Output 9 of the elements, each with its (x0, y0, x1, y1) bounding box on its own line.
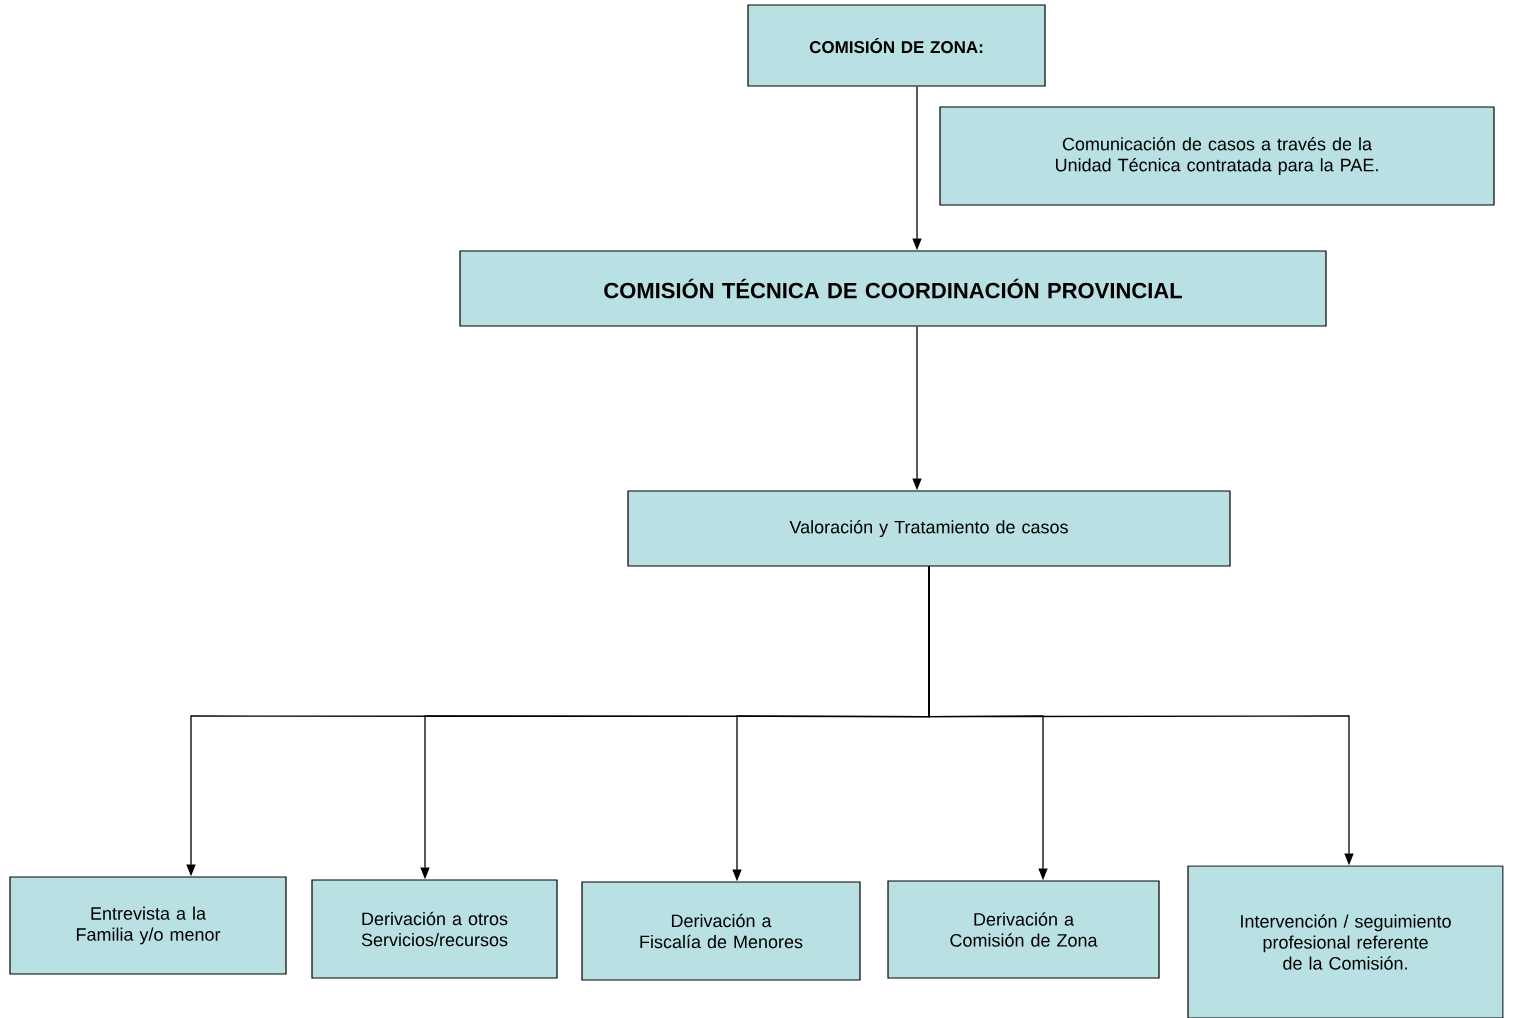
process-box: COMISIÓN TÉCNICA DE COORDINACIÓN PROVINCIAL (459, 250, 1327, 327)
process-box: Entrevista a la Familia y/o menor (9, 876, 287, 975)
title-box: COMISIÓN DE ZONA: (747, 4, 1046, 87)
process-box: Valoración y Tratamiento de casos (627, 490, 1231, 567)
process-box: Derivación a Fiscalía de Menores (581, 881, 861, 981)
process-box: Derivación a Comisión de Zona (887, 880, 1160, 979)
process-box: Intervención / seguimiento profesional referente de la Comisión. (1187, 865, 1504, 1018)
process-box: Derivación a otros Servicios/recursos (311, 879, 558, 979)
note-box: Comunicación de casos a través de la Unidad Técnica contratada para la PAE. (939, 106, 1495, 206)
